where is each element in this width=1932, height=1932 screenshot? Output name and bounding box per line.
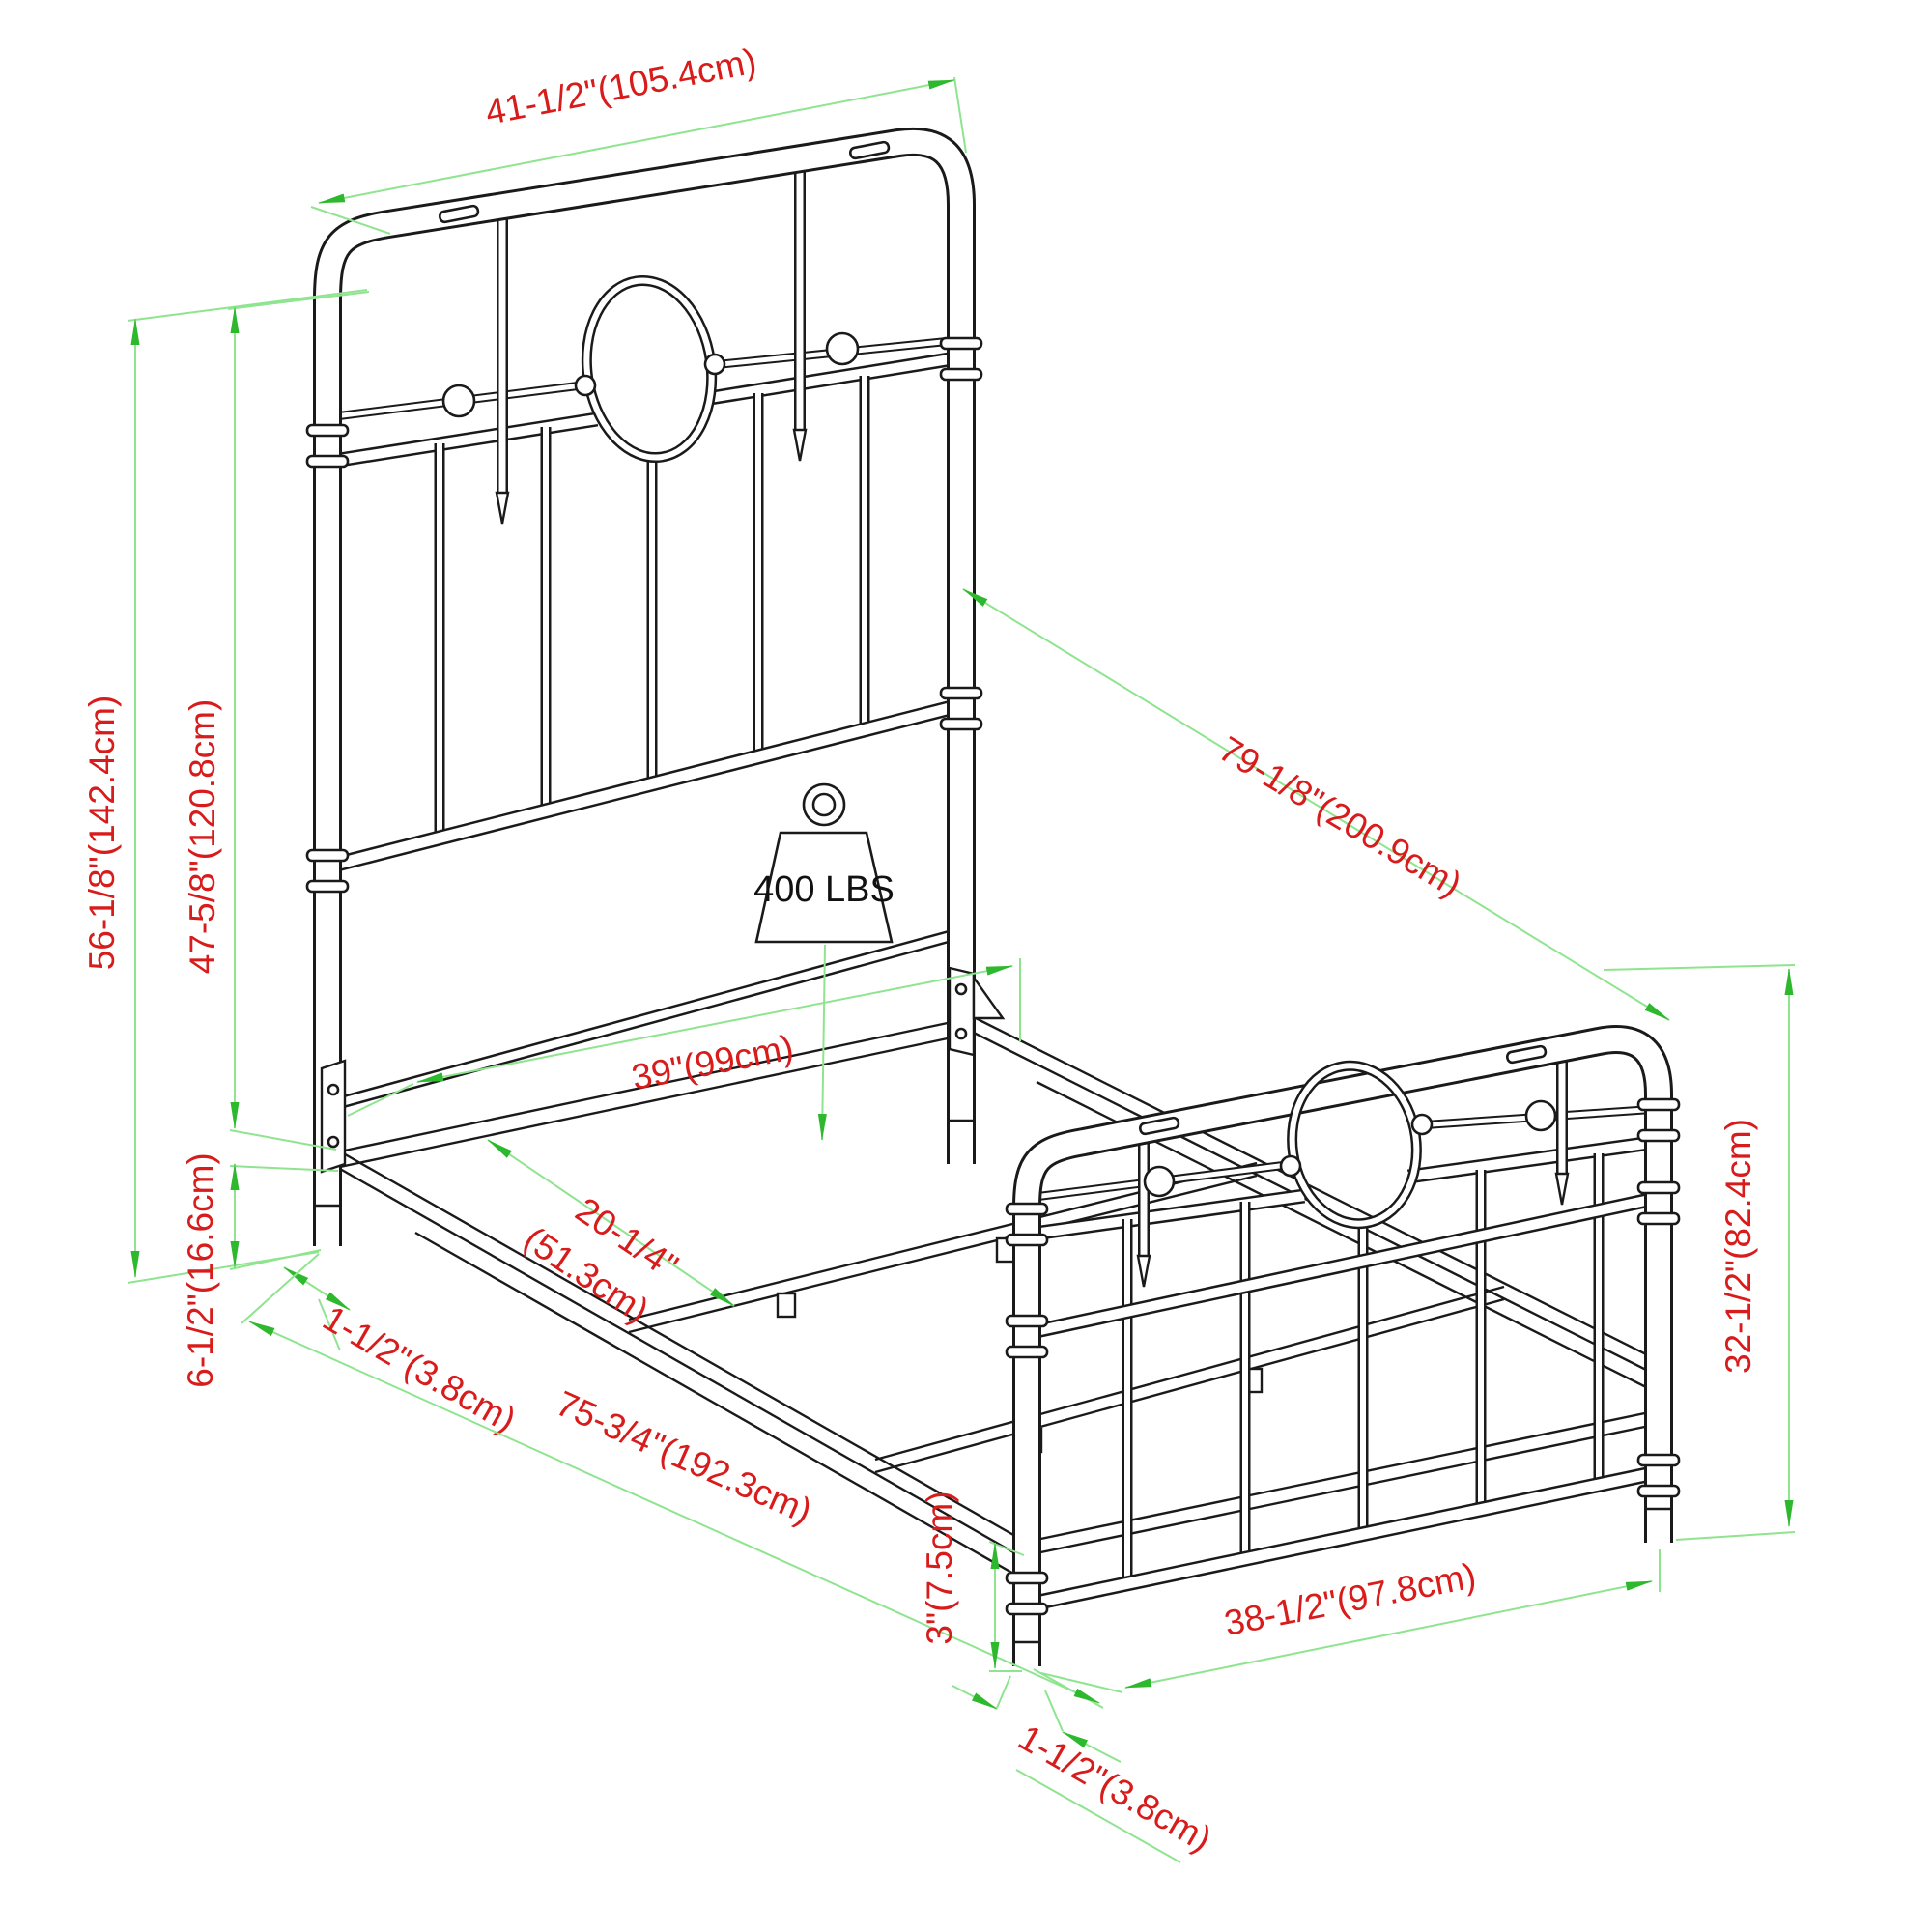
ball-finial	[825, 331, 860, 366]
ball-finial	[1524, 1099, 1557, 1132]
dim-label: 79-1/8"(200.9cm)	[1212, 728, 1468, 904]
dim-headboard-upper-height: 47-5/8"(120.8cm)	[183, 291, 370, 1151]
dim-label: 1-1/2"(3.8cm)	[316, 1298, 523, 1440]
dim-bed-length: 79-1/8"(200.9cm)	[962, 588, 1670, 1021]
ball-finial	[441, 384, 476, 418]
dim-label: 75-3/4"(192.3cm)	[551, 1383, 818, 1531]
dim-headboard-height: 56-1/8"(142.4cm)	[82, 289, 368, 1284]
ball-finial	[1279, 1154, 1302, 1178]
ball-finial	[574, 374, 597, 397]
dim-label: 1-1/2"(3.8cm)	[1011, 1718, 1218, 1860]
dim-footboard-width: 38-1/2"(97.8cm)	[1040, 1549, 1661, 1693]
dim-mattress-width: 39"(99cm)	[347, 958, 1021, 1117]
footboard	[1005, 1025, 1681, 1666]
pipe-collars	[305, 140, 983, 1208]
dim-foot-leg-thickness: 1-1/2"(3.8cm)	[952, 1675, 1218, 1863]
ball-finial	[1143, 1165, 1176, 1198]
dim-frame-height: 6-1/2"(16.6cm)	[181, 1152, 339, 1388]
dim-label: 6-1/2"(16.6cm)	[181, 1152, 220, 1387]
dim-label: 32-1/2"(82.4cm)	[1719, 1119, 1758, 1374]
weight-capacity-label: 400 LBS	[753, 869, 895, 910]
dim-label: 41-1/2"(105.4cm)	[482, 41, 759, 132]
dim-leg-height: 3"(7.5cm)	[920, 1491, 1025, 1672]
bed-drawing	[305, 127, 1681, 1666]
dim-label: 47-5/8"(120.8cm)	[183, 699, 222, 975]
weight-ring-hole-icon	[811, 792, 837, 817]
frame-slat	[874, 1285, 1505, 1474]
dim-label: 56-1/8"(142.4cm)	[82, 696, 122, 971]
mattress-frame	[339, 1012, 1660, 1580]
weight-icon	[754, 831, 894, 944]
ball-finial	[703, 353, 726, 376]
dim-label: 3"(7.5cm)	[920, 1491, 959, 1644]
dim-label: 38-1/2"(97.8cm)	[1221, 1555, 1479, 1643]
ball-finial	[1410, 1113, 1434, 1136]
dim-label: 39"(99cm)	[629, 1027, 797, 1097]
weight-capacity-badge: 400 LBS	[753, 782, 895, 1141]
dim-footboard-height: 32-1/2"(82.4cm)	[1603, 964, 1796, 1541]
